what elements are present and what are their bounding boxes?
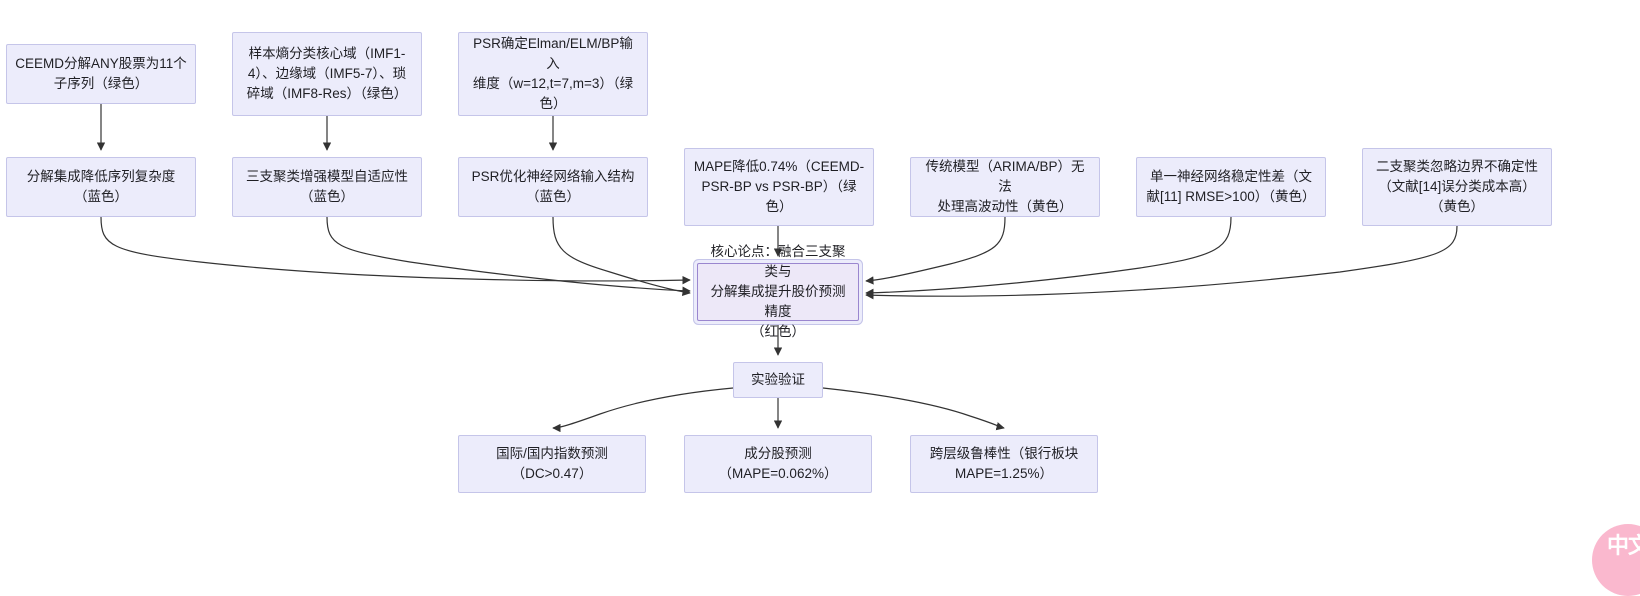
node-label: 成分股预测 （MAPE=0.062%） bbox=[718, 446, 838, 481]
edge-n_traditional-to-n_core bbox=[865, 216, 1006, 285]
edge-n_two_way-to-n_core bbox=[865, 225, 1458, 300]
edge-n_experiment-to-n_index bbox=[552, 387, 734, 433]
node-label: 分解集成降低序列复杂度 （蓝色） bbox=[26, 169, 176, 204]
edge-n_experiment-to-n_robust bbox=[822, 387, 1005, 431]
node-label: 实验验证 bbox=[751, 372, 805, 387]
node-psr_dim[interactable]: PSR确定Elman/ELM/BP输入 维度（w=12,t=7,m=3）（绿 色… bbox=[458, 32, 648, 116]
node-two_way[interactable]: 二支聚类忽略边界不确定性 （文献[14]误分类成本高） （黄色） bbox=[1362, 148, 1552, 226]
edge-n_psr_struct-to-n_core bbox=[552, 216, 691, 297]
node-label: 样本熵分类核心域（IMF1- 4）、边缘域（IMF5-7）、琐 碎域（IMF8-… bbox=[246, 46, 408, 101]
node-label: PSR优化神经网络输入结构 （蓝色） bbox=[471, 169, 635, 204]
node-single_nn[interactable]: 单一神经网络稳定性差（文 献[11] RMSE>100）（黄色） bbox=[1136, 157, 1326, 217]
node-label: 跨层级鲁棒性（银行板块 MAPE=1.25%） bbox=[929, 446, 1079, 481]
edge-n_single_nn-to-n_core bbox=[865, 216, 1232, 297]
node-label: 国际/国内指数预测 （DC>0.47） bbox=[496, 446, 608, 481]
node-component[interactable]: 成分股预测 （MAPE=0.062%） bbox=[684, 435, 872, 493]
node-adaptive[interactable]: 三支聚类增强模型自适应性 （蓝色） bbox=[232, 157, 422, 217]
flowchart-canvas: CEEMD分解ANY股票为11个 子序列（绿色） 样本熵分类核心域（IMF1- 4… bbox=[6, 32, 1640, 596]
watermark-label: 中文 bbox=[1606, 533, 1640, 558]
node-core[interactable]: 核心论点：融合三支聚类与 分解集成提升股价预测精度 （红色） bbox=[697, 244, 859, 339]
edge-n_adaptive-to-n_core bbox=[326, 216, 691, 295]
node-psr_struct[interactable]: PSR优化神经网络输入结构 （蓝色） bbox=[458, 157, 648, 217]
node-ceemd[interactable]: CEEMD分解ANY股票为11个 子序列（绿色） bbox=[6, 44, 196, 104]
node-label: 传统模型（ARIMA/BP）无法 处理高波动性（黄色） bbox=[925, 159, 1085, 214]
node-index[interactable]: 国际/国内指数预测 （DC>0.47） bbox=[458, 435, 646, 493]
watermark-badge: 中文 bbox=[1592, 524, 1640, 596]
node-robust[interactable]: 跨层级鲁棒性（银行板块 MAPE=1.25%） bbox=[910, 435, 1098, 493]
node-label: 单一神经网络稳定性差（文 献[11] RMSE>100）（黄色） bbox=[1146, 169, 1316, 204]
node-label: MAPE降低0.74%（CEEMD- PSR-BP vs PSR-BP）（绿 色… bbox=[693, 159, 865, 214]
edge-n_complexity-to-n_core bbox=[100, 216, 691, 285]
node-label: 核心论点：融合三支聚类与 分解集成提升股价预测精度 （红色） bbox=[710, 244, 846, 339]
node-label: PSR确定Elman/ELM/BP输入 维度（w=12,t=7,m=3）（绿 色… bbox=[472, 36, 634, 111]
node-entropy[interactable]: 样本熵分类核心域（IMF1- 4）、边缘域（IMF5-7）、琐 碎域（IMF8-… bbox=[232, 32, 422, 116]
node-label: 二支聚类忽略边界不确定性 （文献[14]误分类成本高） （黄色） bbox=[1376, 159, 1538, 214]
node-label: 三支聚类增强模型自适应性 （蓝色） bbox=[246, 169, 408, 204]
node-label: CEEMD分解ANY股票为11个 子序列（绿色） bbox=[15, 56, 187, 91]
node-traditional[interactable]: 传统模型（ARIMA/BP）无法 处理高波动性（黄色） bbox=[910, 157, 1100, 217]
node-experiment[interactable]: 实验验证 bbox=[733, 362, 823, 398]
node-mape[interactable]: MAPE降低0.74%（CEEMD- PSR-BP vs PSR-BP）（绿 色… bbox=[684, 148, 874, 226]
node-complexity[interactable]: 分解集成降低序列复杂度 （蓝色） bbox=[6, 157, 196, 217]
